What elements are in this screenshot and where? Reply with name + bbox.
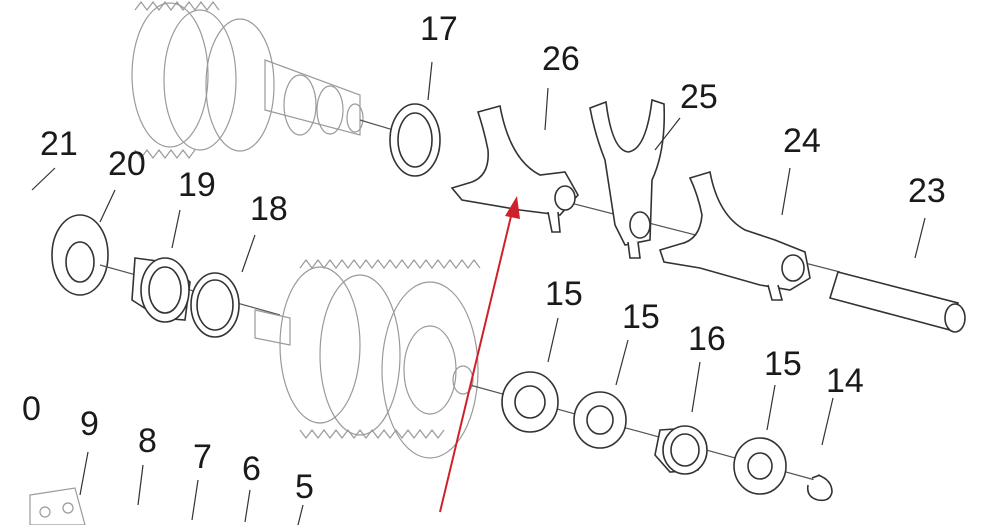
callout-labels: 17 26 25 24 23 21 20 19 18 15 15 16 15 1… <box>22 10 946 506</box>
shift-fork-25 <box>589 98 666 259</box>
leader-lines <box>31 61 926 525</box>
seal-ring-17 <box>389 103 441 177</box>
callout-23: 23 <box>908 172 946 210</box>
callout-15-a: 15 <box>545 275 583 313</box>
callout-15-c: 15 <box>764 345 802 383</box>
callout-9: 9 <box>80 405 99 443</box>
needle-bearing-19 <box>131 257 191 323</box>
callout-15-b: 15 <box>622 298 660 336</box>
partial-part-bottom-left <box>29 487 86 525</box>
callout-8: 8 <box>138 422 157 460</box>
callout-20: 20 <box>108 145 146 183</box>
circlip-14 <box>806 474 833 502</box>
callout-24: 24 <box>783 122 821 160</box>
bearing-16 <box>654 425 708 475</box>
callout-7: 7 <box>193 438 212 476</box>
shift-fork-24 <box>658 170 811 301</box>
lower-gear-cluster <box>254 259 481 459</box>
washer-18 <box>190 272 240 338</box>
callout-0: 0 <box>22 390 41 428</box>
callout-26: 26 <box>542 40 580 78</box>
callout-14: 14 <box>826 362 864 400</box>
washer-15-c <box>733 437 787 495</box>
callout-17: 17 <box>420 10 458 48</box>
shift-fork-26 <box>450 104 579 233</box>
lower-left-axis <box>99 264 281 316</box>
callout-18: 18 <box>250 190 288 228</box>
callout-19: 19 <box>178 166 216 204</box>
callout-6: 6 <box>242 450 261 488</box>
red-pointer-arrow <box>439 196 520 513</box>
splined-washer-20 <box>51 214 109 296</box>
callout-25: 25 <box>680 78 718 116</box>
fork-shaft-23 <box>828 271 966 333</box>
washer-15-b <box>573 391 627 449</box>
callout-5: 5 <box>295 468 314 506</box>
upper-gear-cluster <box>131 0 364 159</box>
washer-15-a <box>501 371 559 433</box>
callout-21: 21 <box>40 125 78 163</box>
callout-16: 16 <box>688 320 726 358</box>
